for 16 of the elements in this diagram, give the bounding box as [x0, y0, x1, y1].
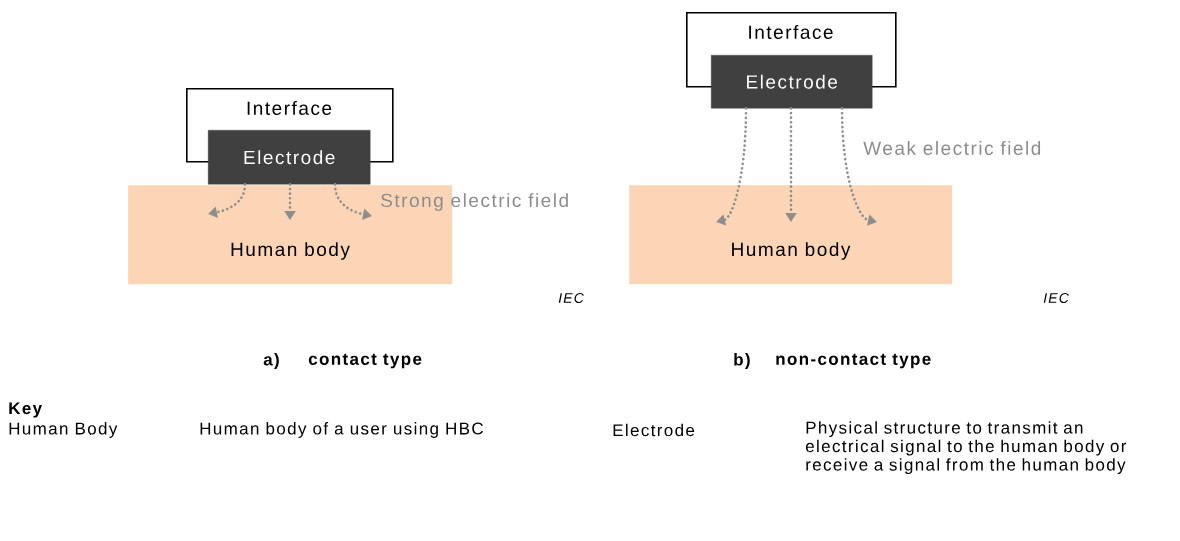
field-arrow: [840, 107, 877, 226]
key-text: Physical structure to transmit an electrical signal to the human body or receive a signal from the human body: [805, 421, 1127, 475]
caption-text: a): [263, 353, 279, 369]
key-text: Human Body: [9, 422, 118, 438]
source-note: IEC: [1043, 293, 1069, 303]
caption-text: non-contact type: [776, 353, 931, 369]
caption-text: b): [734, 353, 750, 369]
human-body-block: Human body: [629, 185, 953, 285]
key-text: Electrode: [613, 423, 695, 437]
field-label: Weak electric field: [863, 141, 1041, 155]
caption-text: Key: [9, 402, 42, 418]
electrode-block: Electrode: [208, 130, 371, 185]
source-note: IEC: [558, 293, 584, 303]
key-text: Human body of a user using HBC: [200, 422, 484, 438]
caption-text: contact type: [308, 353, 422, 369]
electrode-block: Electrode: [711, 55, 873, 109]
